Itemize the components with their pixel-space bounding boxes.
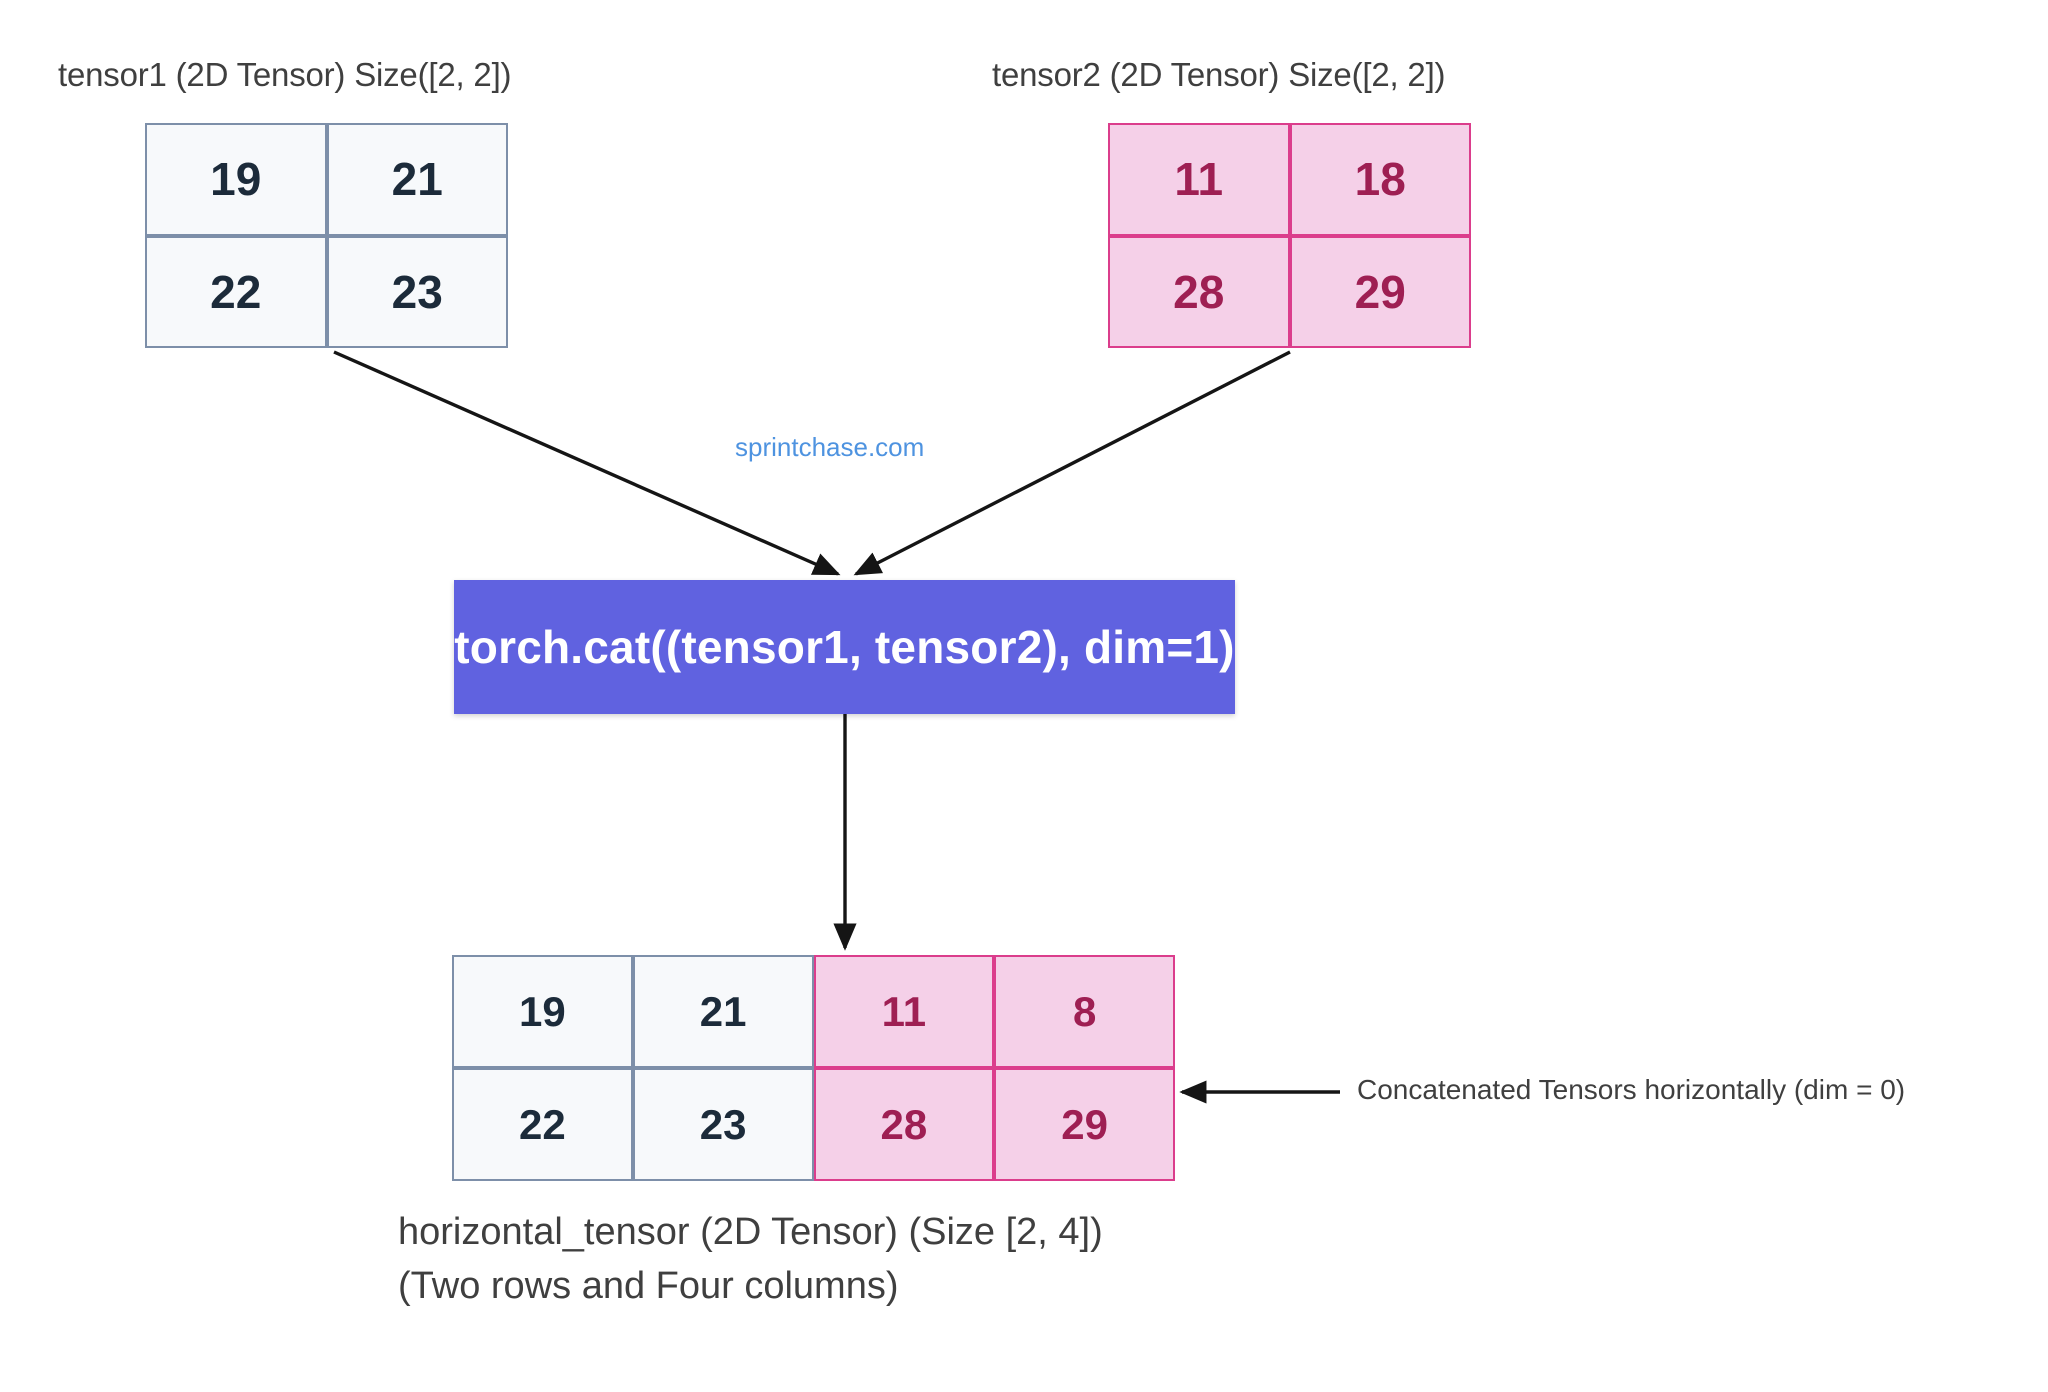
tensor2-cell-1-1: 29: [1289, 235, 1471, 348]
result-cell-0-0: 19: [452, 955, 633, 1068]
watermark: sprintchase.com: [735, 432, 925, 462]
arrow-tensor1-to-op: [333, 350, 841, 576]
result-cell-0-3: 8: [994, 955, 1175, 1068]
result-cell-1-2: 28: [813, 1068, 995, 1181]
tensor2-cell-1-0: 28: [1108, 235, 1290, 348]
tensor1-cell-0-0: 19: [145, 123, 327, 236]
tensor1-cell-1-0: 22: [145, 235, 327, 348]
result-cell-1-0: 22: [452, 1068, 633, 1181]
concat-annotation: Concatenated Tensors horizontally (dim =…: [1357, 1074, 1906, 1105]
result-cell-0-2: 11: [813, 955, 995, 1068]
result-grid: 19 21 11 8 22 23 28 29: [452, 955, 1175, 1181]
tensor1-cell-0-1: 21: [326, 123, 508, 236]
result-cell-1-3: 29: [994, 1068, 1175, 1181]
tensor1-grid: 19 21 22 23: [145, 123, 508, 348]
tensor2-grid: 11 18 28 29: [1108, 123, 1471, 348]
result-cell-0-1: 21: [632, 955, 814, 1068]
tensor2-title: tensor2 (2D Tensor) Size([2, 2]): [992, 56, 1446, 93]
result-caption: horizontal_tensor (2D Tensor) (Size [2, …: [398, 1206, 1103, 1314]
result-cell-1-1: 23: [632, 1068, 814, 1181]
tensor2-cell-0-0: 11: [1108, 123, 1290, 236]
arrow-tensor2-to-op: [853, 350, 1291, 576]
operation-label: torch.cat((tensor1, tensor2), dim=1): [454, 621, 1235, 673]
result-caption-line1: horizontal_tensor (2D Tensor) (Size [2, …: [398, 1211, 1103, 1253]
tensor1-title: tensor1 (2D Tensor) Size([2, 2]): [58, 56, 512, 93]
tensor2-cell-0-1: 18: [1289, 123, 1471, 236]
tensor1-cell-1-1: 23: [326, 235, 508, 348]
result-caption-line2: (Two rows and Four columns): [398, 1264, 899, 1307]
operation-box: torch.cat((tensor1, tensor2), dim=1): [454, 580, 1235, 714]
